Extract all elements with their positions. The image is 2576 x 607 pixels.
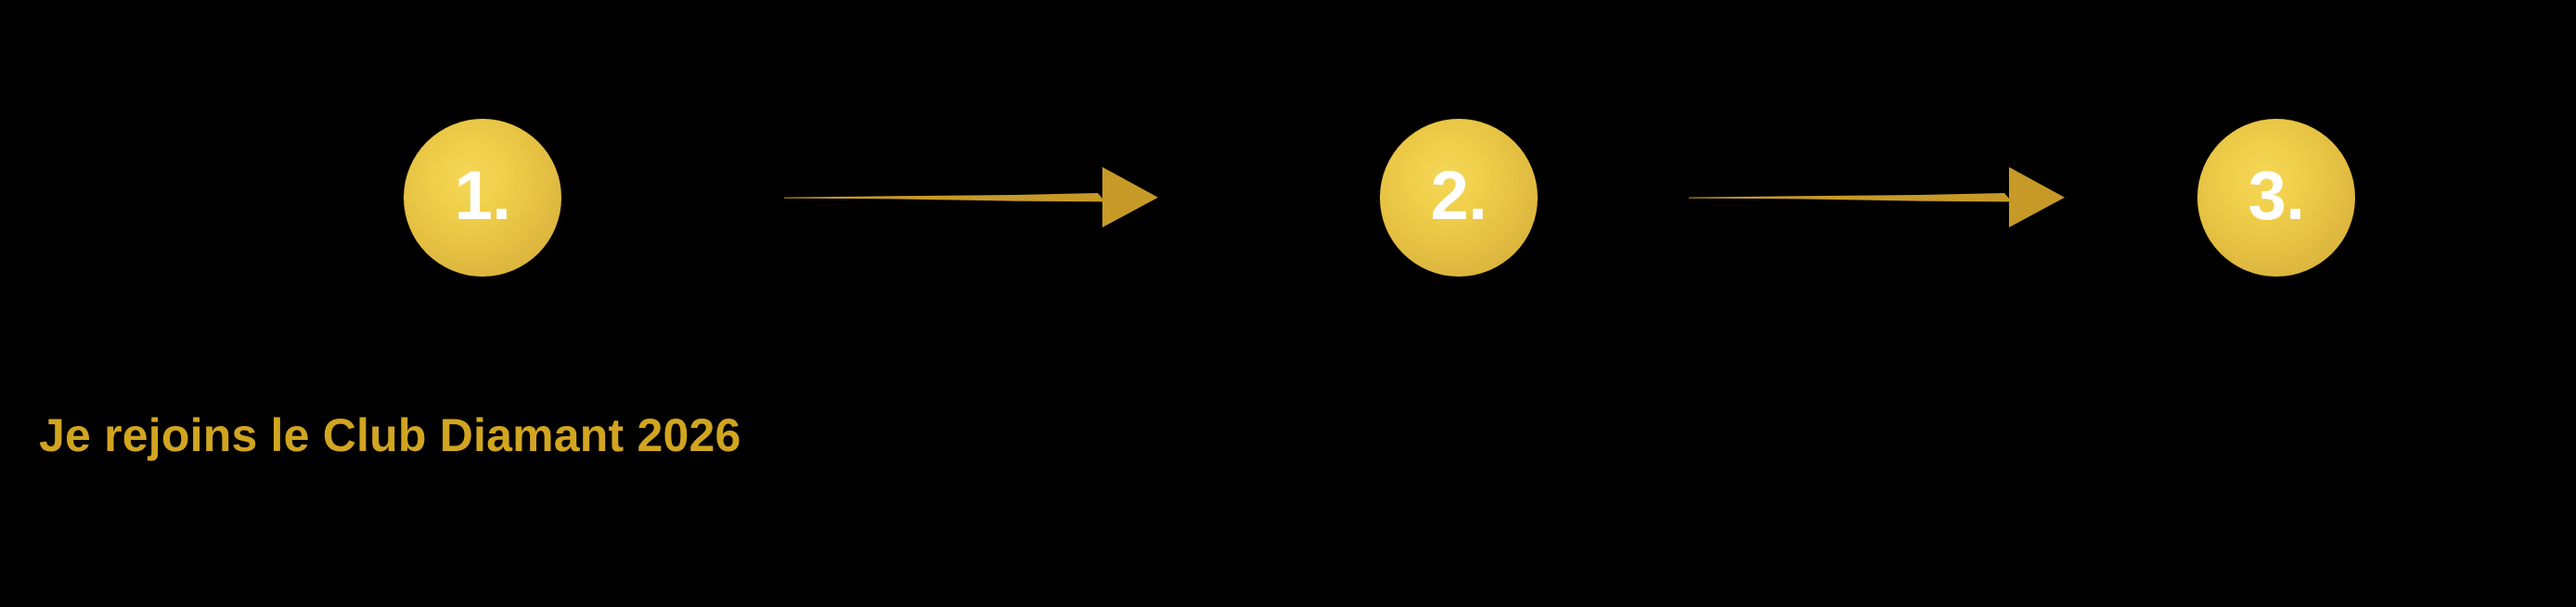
step-circle-1[interactable]: 1. [404, 119, 561, 277]
caption-text: Je rejoins le Club Diamant 2026 [39, 409, 741, 461]
arrow-right-icon [784, 167, 1158, 227]
step-number-2: 2. [1430, 157, 1488, 234]
arrow-right-icon [1689, 167, 2065, 227]
arrow-right-icon-2 [1687, 164, 2067, 231]
step-circle-2[interactable]: 2. [1380, 119, 1538, 277]
arrow-right-icon-1 [782, 164, 1161, 231]
step-number-3: 3. [2248, 157, 2305, 234]
step-number-1: 1. [454, 157, 511, 234]
step-circle-3[interactable]: 3. [2197, 119, 2355, 277]
